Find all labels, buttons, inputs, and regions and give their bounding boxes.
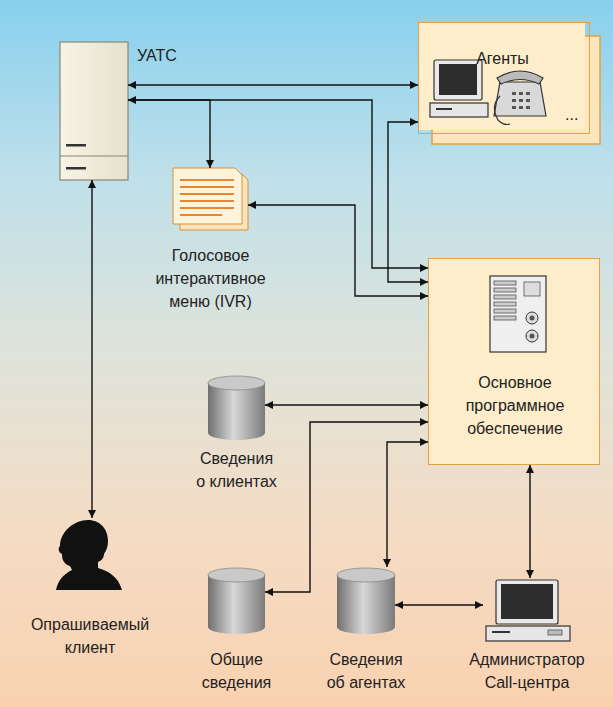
agents-panels <box>418 22 600 144</box>
node-label: Голосовое интерактивное меню (IVR) <box>148 244 273 313</box>
agent-computer-icon <box>430 60 488 117</box>
node-label: Общие сведения <box>191 648 282 694</box>
software-box-fill <box>428 258 600 465</box>
ivr-node: Голосовое интерактивное меню (IVR) <box>173 168 248 230</box>
node-label: Администратор Call-центра <box>464 648 590 694</box>
connector-arrow <box>265 422 428 592</box>
database-cylinder <box>208 568 265 634</box>
admin-computer-icon <box>486 580 570 641</box>
server-icon <box>490 276 546 352</box>
database-cylinder <box>337 568 395 634</box>
pbx-node: УАТС <box>60 42 128 180</box>
node-label: Опрашиваемый клиент <box>30 613 150 659</box>
node-label: Сведения о клиентах <box>195 447 278 493</box>
node-label: Сведения об агентах <box>323 648 409 694</box>
node-label: Основное программное обеспечение <box>455 371 575 440</box>
database-node: Общие сведения <box>208 567 265 635</box>
admin-node: Администратор Call-центра <box>483 578 571 642</box>
connector-arrow <box>248 205 428 296</box>
connector-arrow <box>387 442 428 567</box>
software-box: Основное программное обеспечение <box>428 258 600 465</box>
connector-arrow <box>265 404 428 405</box>
person-silhouette <box>56 520 122 590</box>
connector-arrow <box>128 100 210 168</box>
pbx-icon <box>60 42 128 180</box>
connector-arrow <box>395 604 483 605</box>
connector-arrow <box>128 84 418 85</box>
connector-arrow <box>128 100 428 268</box>
agents-box: Агенты... <box>418 22 590 134</box>
node-label: Агенты <box>419 47 586 70</box>
client-node: Опрашиваемый клиент <box>55 518 125 590</box>
database-node: Сведения о клиентах <box>208 375 265 441</box>
database-node: Сведения об агентах <box>337 567 395 635</box>
connector-arrow <box>388 122 428 282</box>
connector-arrow <box>91 180 92 518</box>
agent-phone-icon <box>494 71 546 125</box>
more-marker: ... <box>565 103 578 126</box>
node-label: УАТС <box>137 44 177 67</box>
ivr-document-icon <box>173 168 248 230</box>
database-cylinder <box>208 376 265 440</box>
connector-arrow <box>529 465 530 578</box>
